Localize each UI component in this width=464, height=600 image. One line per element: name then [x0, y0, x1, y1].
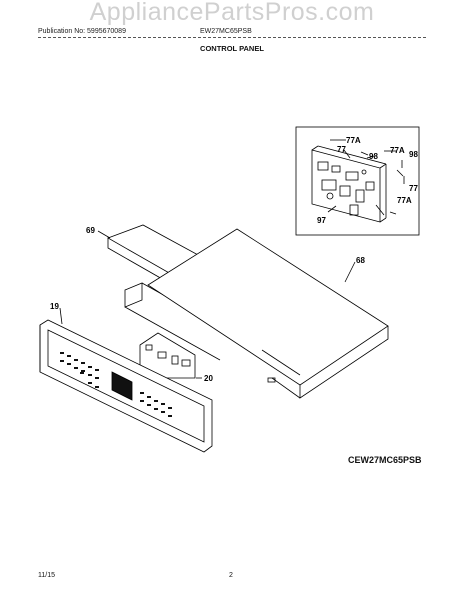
publication-number: Publication No: 5995670089 — [38, 28, 126, 35]
callout-98-left: 98 — [369, 152, 378, 161]
footer-date: 11/15 — [38, 572, 55, 579]
callout-19: 19 — [50, 302, 59, 311]
callout-77A-top: 77A — [346, 136, 361, 145]
header-rule — [38, 37, 426, 38]
callout-68: 68 — [356, 256, 365, 265]
callout-69: 69 — [86, 226, 95, 235]
callout-77A-bottom: 77A — [397, 196, 412, 205]
inset-frame — [295, 126, 420, 236]
page-number: 2 — [229, 572, 233, 579]
callout-77A-right: 77A — [390, 146, 405, 155]
header-model: EW27MC65PSB — [200, 28, 252, 35]
callout-97: 97 — [317, 216, 326, 225]
bracket-side — [124, 282, 143, 308]
callout-77-left: 77 — [337, 145, 346, 154]
callout-77-right: 77 — [409, 184, 418, 193]
callout-20: 20 — [204, 374, 213, 383]
model-label: CEW27MC65PSB — [348, 455, 422, 465]
front-panel-display — [111, 371, 133, 401]
watermark: AppliancePartsPros.com — [89, 0, 375, 26]
callout-98-right: 98 — [409, 150, 418, 159]
section-title: CONTROL PANEL — [200, 44, 264, 53]
